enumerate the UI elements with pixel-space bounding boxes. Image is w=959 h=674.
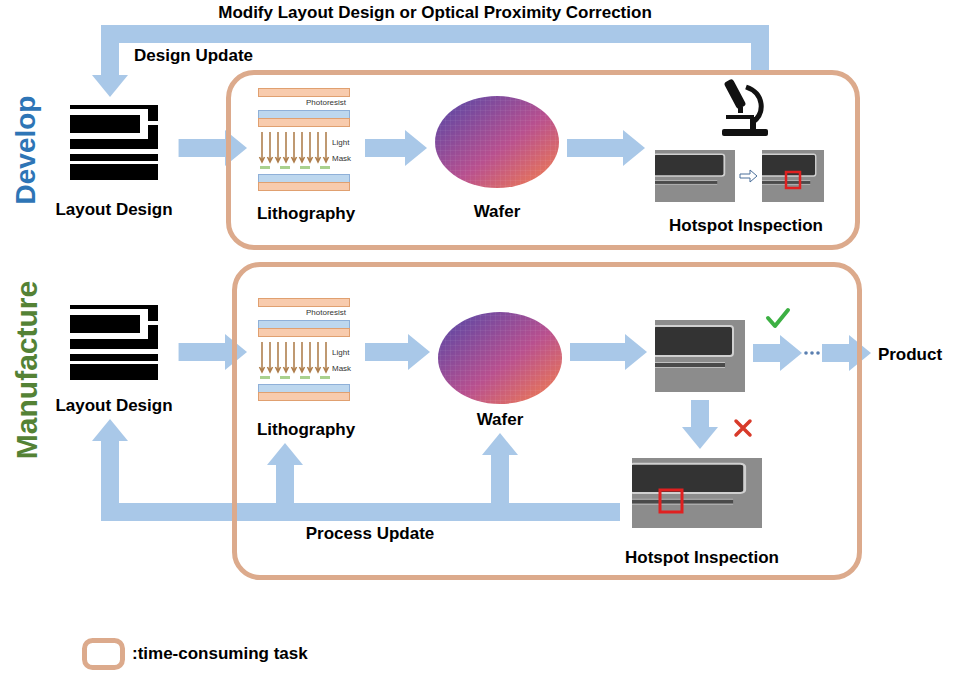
continuation-dot <box>816 351 820 355</box>
flow-band <box>365 139 407 157</box>
flow-band <box>179 139 227 157</box>
legend-text: :time-consuming task <box>132 644 308 664</box>
lithography-figure <box>259 299 350 401</box>
arrow-head <box>780 335 802 371</box>
flow-band <box>179 343 227 361</box>
time-consuming-region: Lithography WaferHotspot Inspection <box>226 70 860 250</box>
continuation-dot <box>804 351 808 355</box>
flow-band <box>691 400 709 429</box>
node-label: Product <box>878 345 942 365</box>
legend-swatch <box>85 641 123 668</box>
microscope-icon <box>722 78 768 136</box>
part-label: Light <box>332 138 349 148</box>
small-arrow <box>740 170 757 182</box>
wafer-grid <box>438 312 562 404</box>
arrow-head <box>682 427 718 449</box>
flow-band <box>753 344 782 362</box>
stage-title: Develop <box>10 96 42 205</box>
part-label: Mask <box>332 154 351 164</box>
arrow-head <box>92 75 128 97</box>
node-label: Hotspot Inspection <box>669 216 823 236</box>
flow-arrow <box>753 335 871 371</box>
node-label: Hotspot Inspection <box>625 548 779 568</box>
wafer-step: Wafer <box>433 306 567 430</box>
microscope-tube <box>724 78 747 109</box>
cross-mark <box>736 421 750 435</box>
product-node: Product <box>874 343 946 367</box>
check-mark <box>768 310 788 326</box>
hotspot-marker <box>660 490 682 512</box>
sem-result <box>650 315 750 397</box>
part-label: Light <box>332 348 349 358</box>
node-label: Lithography <box>257 420 355 440</box>
flow-band <box>567 139 625 157</box>
sem-image <box>761 150 824 202</box>
wafer <box>438 312 562 404</box>
node-label: Lithography <box>257 204 355 224</box>
node-label: Layout Design <box>55 396 172 416</box>
arrow-head <box>625 334 647 370</box>
layout-image <box>70 105 158 180</box>
flow-band <box>570 343 627 361</box>
flow-arrow <box>482 433 620 512</box>
node-label: Wafer <box>477 410 524 430</box>
feedback-label: Design Update <box>134 46 253 66</box>
arrow-head <box>92 419 128 441</box>
flow-arrow <box>682 400 718 449</box>
flow-band <box>500 453 620 512</box>
hotspot-marker <box>786 172 800 188</box>
flow-band <box>110 439 620 512</box>
wafer-step: Wafer <box>430 90 564 222</box>
microscope-base <box>722 129 768 136</box>
arrow-head <box>482 433 518 455</box>
flow-arrow <box>92 34 760 97</box>
edge-label: Modify Layout Design or Optical Proximit… <box>218 3 652 23</box>
sem-image <box>629 458 762 528</box>
hotspot-inspection: Hotspot Inspection <box>622 452 782 568</box>
flow-arrow <box>92 419 620 512</box>
hotspot-inspection: Hotspot Inspection <box>648 74 844 236</box>
sem-image <box>653 320 745 392</box>
part-label: Photoresist <box>306 308 346 318</box>
part-label: Photoresist <box>306 98 346 108</box>
arrow-head <box>267 443 303 465</box>
layout-image <box>70 305 158 380</box>
sem-image <box>653 150 735 202</box>
arrow-head <box>623 130 645 166</box>
layout-design: Layout Design <box>52 100 175 220</box>
flow-arrow <box>365 334 430 370</box>
flow-arrow <box>567 130 645 166</box>
microscope-objective <box>738 107 743 113</box>
arrow-head <box>405 130 427 166</box>
wafer-grid <box>435 96 559 188</box>
flow-arrow <box>365 130 427 166</box>
layout-design: Layout Design <box>52 300 175 416</box>
node-label: Layout Design <box>55 200 172 220</box>
lithography-figure <box>259 89 350 191</box>
edge-label: Process Update <box>306 524 435 544</box>
microscope-stage <box>726 115 754 119</box>
part-label: Mask <box>332 364 351 374</box>
flow-band <box>365 343 410 361</box>
stage-title: Manufacture <box>10 281 44 459</box>
arrow-head <box>408 334 430 370</box>
node-label: Wafer <box>474 202 521 222</box>
flow-arrow <box>570 334 647 370</box>
continuation-dot <box>810 351 814 355</box>
flow-arrow <box>267 443 620 512</box>
flow-band <box>822 344 851 362</box>
wafer <box>435 96 559 188</box>
flow-arrow <box>179 130 247 166</box>
